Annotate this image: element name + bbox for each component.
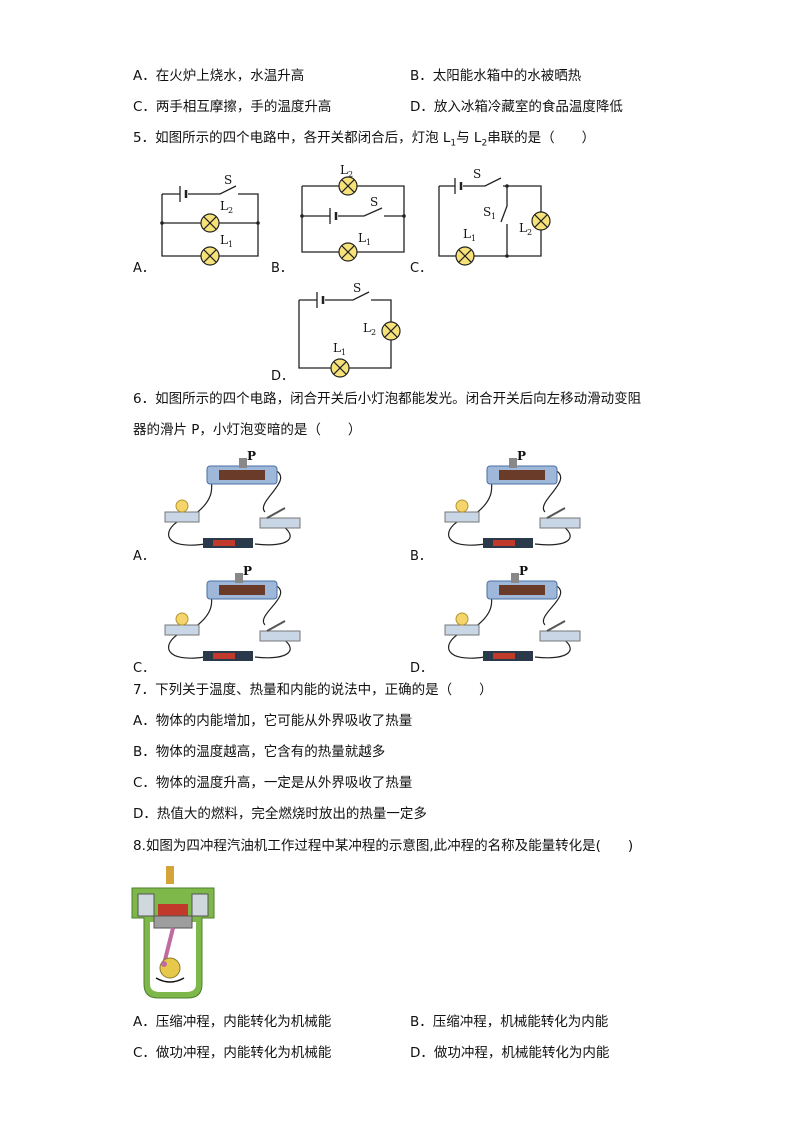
q5d-l2-label: L <box>363 321 371 335</box>
q8-option-d: D．做功冲程，机械能转化为内能 <box>410 1045 610 1061</box>
q5c-s-label: S <box>473 167 481 181</box>
q5-stem: 5．如图所示的四个电路中，各开关都闭合后，灯泡 L1与 L2串联的是（ ） <box>133 130 596 149</box>
q5-letter-a: A． <box>133 261 155 276</box>
q6-circuit-a: P <box>164 449 301 548</box>
q5c-l2-label: L <box>519 221 527 235</box>
q5a-s-label: S <box>224 173 232 187</box>
q7-stem: 7．下列关于温度、热量和内能的说法中，正确的是（ ） <box>133 682 493 698</box>
svg-text:2: 2 <box>228 206 233 215</box>
q6-letter-c: C． <box>133 661 156 676</box>
svg-text:2: 2 <box>371 328 376 337</box>
q6-letter-a: A． <box>133 549 155 564</box>
q4-option-a: A．在火炉上烧水，水温升高 <box>133 68 305 84</box>
q8-option-b: B．压缩冲程，机械能转化为内能 <box>410 1014 609 1030</box>
q7-option-c: C．物体的温度升高，一定是从外界吸收了热量 <box>133 775 413 791</box>
q5c-s1-label: S <box>483 205 491 219</box>
q8-stem: 8.如图为四冲程汽油机工作过程中某冲程的示意图,此冲程的名称及能量转化是( ) <box>133 838 634 854</box>
q6b-p-label: P <box>517 449 526 463</box>
q7-option-b: B．物体的温度越高，它含有的热量就越多 <box>133 744 386 760</box>
q4-option-c: C．两手相互摩擦，手的温度升高 <box>133 99 332 115</box>
q5a-l1-label: L <box>220 233 228 247</box>
q5c-l1-label: L <box>463 227 471 241</box>
q4-option-d: D．放入冰箱冷藏室的食品温度降低 <box>410 99 623 115</box>
q5b-l2-label: L <box>340 163 348 177</box>
q5-letter-d: D． <box>271 369 295 384</box>
q7-option-d: D．热值大的燃料，完全燃烧时放出的热量一定多 <box>133 806 427 822</box>
q6c-p-label: P <box>243 564 252 578</box>
q4-option-b: B．太阳能水箱中的水被晒热 <box>410 68 582 84</box>
svg-text:2: 2 <box>527 228 532 237</box>
svg-text:1: 1 <box>228 240 233 249</box>
q6-letter-d: D． <box>410 661 434 676</box>
q6-circuit-b: P <box>444 449 581 548</box>
q5-letter-b: B． <box>271 261 293 276</box>
q5b-s-label: S <box>370 195 378 209</box>
svg-text:1: 1 <box>366 238 371 247</box>
q6d-p-label: P <box>519 564 528 578</box>
q8-engine-diagram <box>131 866 215 999</box>
q6-circuit-d: P <box>444 564 581 661</box>
q6a-p-label: P <box>247 449 256 463</box>
q5a-l2-label: L <box>220 199 228 213</box>
svg-text:1: 1 <box>341 348 346 357</box>
q5b-l1-label: L <box>358 231 366 245</box>
q6-circuit-c: P <box>164 564 301 661</box>
q8-option-c: C．做功冲程，内能转化为机械能 <box>133 1045 332 1061</box>
svg-text:1: 1 <box>491 212 496 221</box>
q6-stem-line1: 6．如图所示的四个电路，闭合开关后小灯泡都能发光。闭合开关后向左移动滑动变阻 <box>133 391 642 407</box>
q7-option-a: A．物体的内能增加，它可能从外界吸收了热量 <box>133 713 413 729</box>
q5d-l1-label: L <box>333 341 341 355</box>
q6-stem-line2: 器的滑片 P，小灯泡变暗的是（ ） <box>133 422 362 438</box>
q8-option-a: A．压缩冲程，内能转化为机械能 <box>133 1014 332 1030</box>
q5-letter-c: C． <box>410 261 433 276</box>
q5d-s-label: S <box>353 281 361 295</box>
svg-text:2: 2 <box>348 170 353 179</box>
q6-letter-b: B． <box>410 549 432 564</box>
svg-text:1: 1 <box>471 234 476 243</box>
